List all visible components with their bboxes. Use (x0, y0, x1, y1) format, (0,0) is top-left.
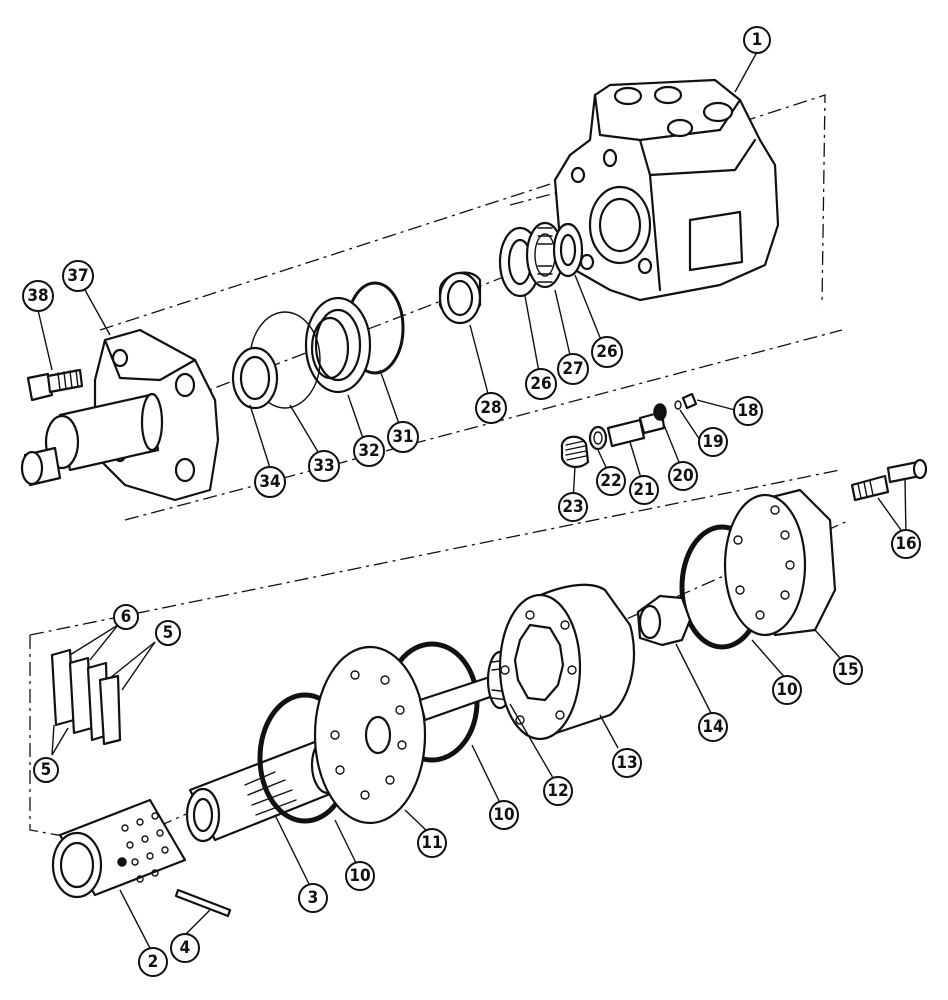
svg-text:21: 21 (633, 480, 654, 500)
callout-20: 20 (668, 461, 698, 491)
svg-text:19: 19 (702, 432, 723, 452)
svg-text:3: 3 (308, 888, 319, 908)
callout-10-right: 10 (772, 675, 802, 705)
svg-text:22: 22 (600, 471, 621, 491)
plate-11 (313, 645, 427, 825)
seal-set (231, 281, 405, 410)
callout-5-top: 5 (155, 620, 181, 646)
svg-text:13: 13 (616, 753, 637, 773)
svg-text:31: 31 (392, 427, 413, 447)
callout-21: 21 (629, 475, 659, 505)
callout-27: 27 (557, 353, 589, 385)
callout-26-right: 26 (591, 336, 623, 368)
svg-text:10: 10 (349, 866, 370, 886)
thrust-bearing-set (498, 221, 584, 298)
callout-2: 2 (138, 947, 168, 977)
callout-10-middle: 10 (489, 800, 519, 830)
end-cap-15 (723, 488, 837, 637)
centering-springs (50, 648, 122, 746)
svg-text:23: 23 (562, 497, 583, 517)
relief-valve-parts (560, 392, 698, 468)
callout-18: 18 (733, 396, 763, 426)
svg-text:16: 16 (895, 534, 916, 554)
svg-text:4: 4 (180, 938, 191, 958)
svg-text:26: 26 (596, 342, 617, 362)
svg-text:28: 28 (480, 398, 501, 418)
valve-housing (553, 78, 780, 302)
svg-text:11: 11 (421, 833, 442, 853)
callout-28: 28 (475, 392, 507, 424)
svg-text:10: 10 (493, 805, 514, 825)
sleeve-holes (121, 812, 169, 883)
callout-32: 32 (353, 435, 385, 467)
callout-13: 13 (612, 748, 642, 778)
svg-text:33: 33 (313, 456, 334, 476)
callout-37: 37 (62, 260, 94, 292)
svg-text:37: 37 (67, 266, 88, 286)
svg-text:27: 27 (562, 359, 583, 379)
svg-text:1: 1 (752, 30, 763, 50)
callout-19: 19 (698, 427, 728, 457)
svg-text:32: 32 (358, 441, 379, 461)
callout-bubbles: 1 38 37 34 33 32 31 28 26 27 26 18 19 20… (22, 26, 921, 977)
mounting-flange (20, 328, 220, 502)
svg-text:6: 6 (121, 607, 132, 627)
callout-34: 34 (254, 466, 286, 498)
bolt-38 (26, 368, 84, 402)
callout-23: 23 (558, 492, 588, 522)
callout-26-left: 26 (525, 368, 557, 400)
callout-31: 31 (387, 421, 419, 453)
callout-11: 11 (417, 828, 447, 858)
svg-text:5: 5 (163, 623, 174, 643)
svg-text:20: 20 (672, 466, 693, 486)
svg-text:12: 12 (547, 781, 568, 801)
svg-text:26: 26 (530, 374, 551, 394)
svg-text:5: 5 (41, 760, 52, 780)
callout-3: 3 (298, 883, 328, 913)
svg-text:10: 10 (776, 680, 797, 700)
callout-1: 1 (743, 26, 771, 54)
callout-12: 12 (543, 776, 573, 806)
spacer-14 (636, 594, 692, 647)
svg-text:18: 18 (737, 401, 758, 421)
svg-text:38: 38 (27, 286, 48, 306)
pin-4 (174, 888, 232, 918)
svg-text:2: 2 (148, 952, 159, 972)
svg-text:15: 15 (837, 660, 858, 680)
gerotor-13 (498, 583, 636, 741)
callout-22: 22 (596, 466, 626, 496)
sleeve-2 (51, 798, 187, 899)
callout-38: 38 (22, 280, 54, 312)
callout-10-left: 10 (345, 861, 375, 891)
callout-6: 6 (113, 604, 139, 630)
callout-14: 14 (698, 712, 728, 742)
callout-15: 15 (833, 655, 863, 685)
svg-text:34: 34 (259, 472, 280, 492)
svg-text:14: 14 (702, 717, 723, 737)
callout-16: 16 (891, 529, 921, 559)
callout-5-bottom: 5 (33, 757, 59, 783)
callout-4: 4 (170, 933, 200, 963)
callout-33: 33 (308, 450, 340, 482)
bushing-28 (438, 271, 482, 325)
bolts-16 (850, 458, 928, 502)
